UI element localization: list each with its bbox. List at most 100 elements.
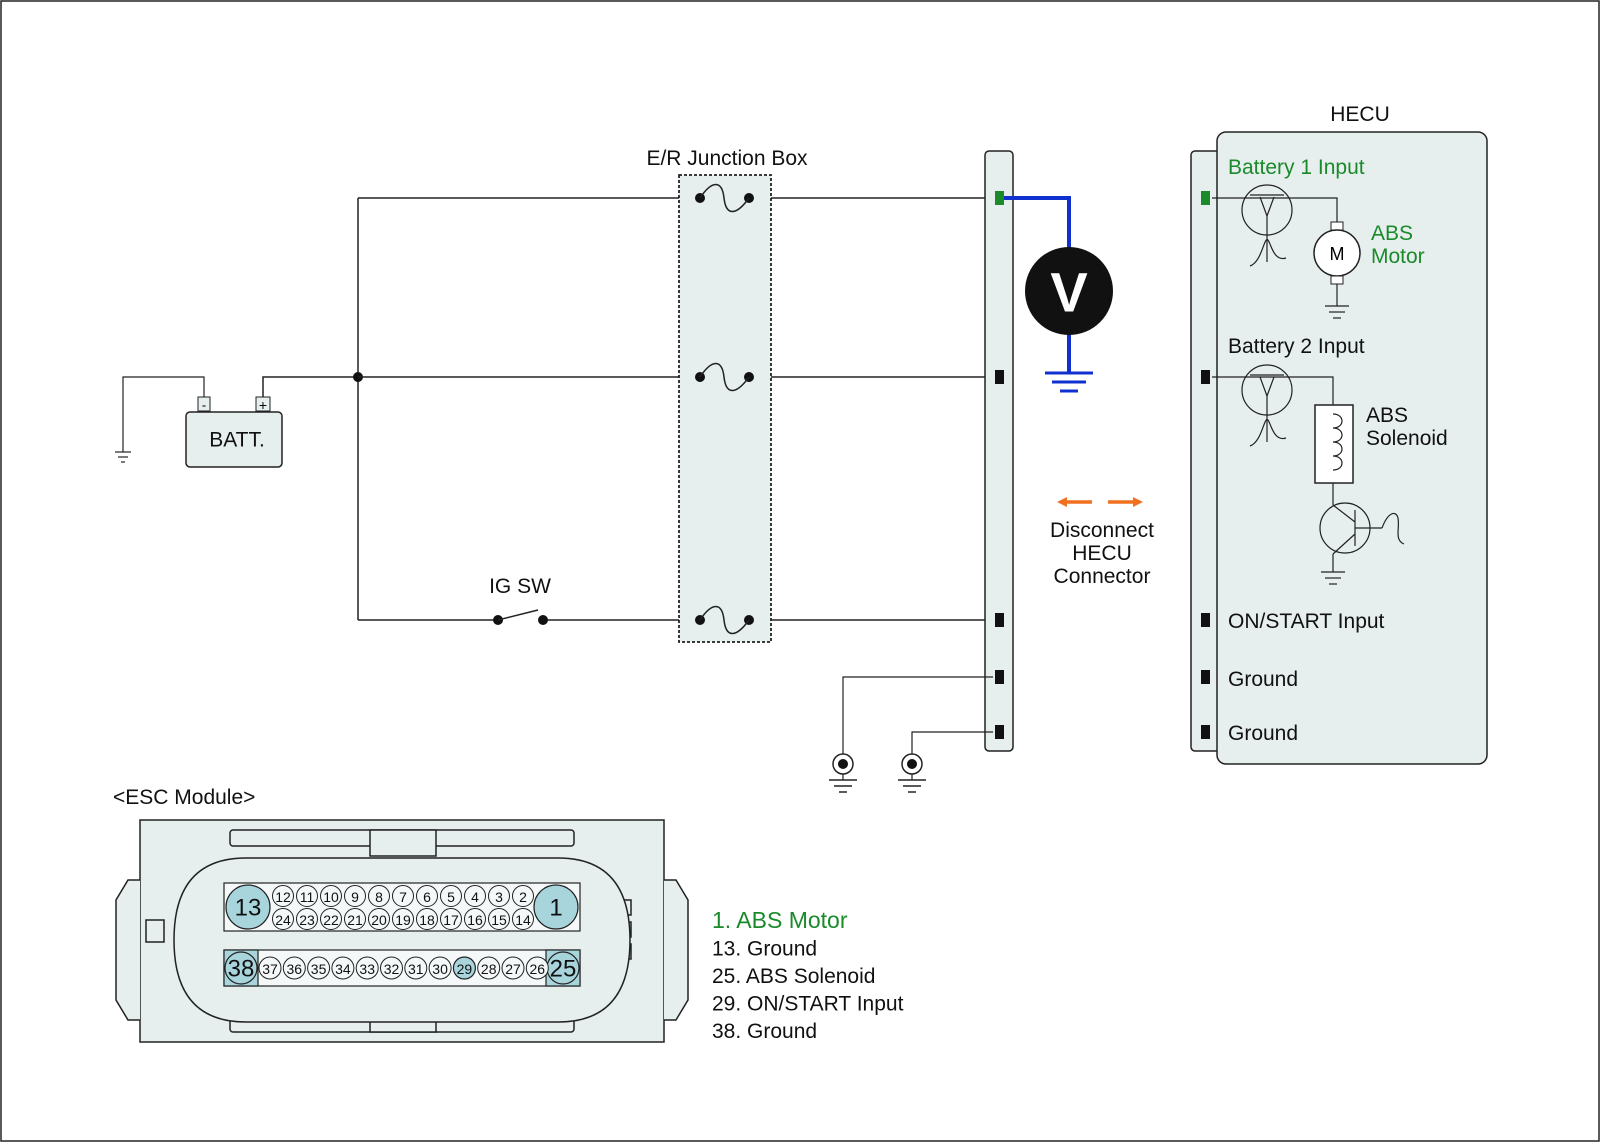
connector-pin: 36	[282, 956, 306, 980]
battery-ground-wire	[122, 376, 205, 452]
connector-pin: 11	[296, 885, 318, 907]
pin-number: 23	[299, 912, 315, 928]
solenoid-low-side-transistor-icon	[1319, 483, 1405, 585]
pin-number: 9	[351, 889, 359, 905]
hecu-ground-label-2: Ground	[1228, 722, 1298, 745]
hecu-pin-battery1	[1201, 191, 1210, 205]
pin-number: 29	[457, 961, 473, 977]
legend-item: 13. Ground	[712, 938, 817, 961]
hecu-battery2-label: Battery 2 Input	[1228, 335, 1365, 358]
hecu-pin-ground-1	[1201, 670, 1210, 684]
connector-pin: 28	[477, 956, 501, 980]
pin-number: 12	[275, 889, 291, 905]
solenoid-winding	[1332, 413, 1343, 471]
abs-solenoid-label-1: ABS	[1366, 404, 1408, 427]
pin-number: 4	[471, 889, 479, 905]
abs-motor-label-2: Motor	[1371, 245, 1425, 268]
connector-pin: 7	[392, 885, 414, 907]
pin-number: 8	[375, 889, 383, 905]
connector-pin: 3	[488, 885, 510, 907]
hecu-pin-battery2	[1201, 370, 1210, 384]
pin-number: 1	[549, 895, 562, 922]
connector-pin: 8	[368, 885, 390, 907]
pin-number: 35	[311, 961, 327, 977]
connector-pin: 29	[452, 956, 476, 980]
pin-number: 37	[262, 961, 278, 977]
connector-pin: 34	[331, 956, 355, 980]
pin-number: 11	[300, 889, 315, 905]
ground-wire-2	[911, 731, 993, 755]
pin-number: 30	[432, 961, 448, 977]
connector-pin: 25	[546, 951, 580, 985]
pin-number: 25	[550, 956, 577, 983]
connector-pin: 21	[344, 908, 366, 930]
pin-number: 34	[335, 961, 351, 977]
junction-box-label: E/R Junction Box	[646, 147, 808, 170]
legend-item: 29. ON/START Input	[712, 993, 904, 1016]
hecu-title: HECU	[1330, 103, 1390, 126]
connector-pin: 2	[512, 885, 534, 907]
hecu-ground-label-1: Ground	[1228, 668, 1298, 691]
connector-pin: 9	[344, 885, 366, 907]
connector-pin: 14	[512, 908, 534, 930]
connector-pin: 12	[272, 885, 294, 907]
pin-number: 14	[515, 912, 531, 928]
harness-pin-battery1	[995, 191, 1004, 205]
pin-number: 27	[505, 961, 521, 977]
connector-pin: 17	[440, 908, 462, 930]
connector-pin: 1	[533, 884, 579, 930]
pin-number: 20	[371, 912, 387, 928]
pin-number: 38	[228, 956, 255, 983]
hecu-pin-on-start	[1201, 613, 1210, 627]
connector-pin: 32	[380, 956, 403, 980]
pin-number: 19	[395, 912, 411, 928]
battery-body	[185, 411, 283, 468]
connector-pin: 16	[464, 908, 486, 930]
motor-symbol-label: M	[1330, 244, 1345, 264]
pin-number: 10	[323, 889, 339, 905]
disconnect-label-1: Disconnect	[1050, 519, 1154, 542]
legend-item: 25. ABS Solenoid	[712, 965, 875, 988]
pin-number: 21	[347, 912, 363, 928]
battery-neg-label: -	[202, 398, 206, 413]
battery-ground-icon	[115, 451, 131, 463]
pin-number: 7	[399, 889, 407, 905]
pin-number: 13	[235, 895, 262, 922]
pin-number: 33	[359, 961, 375, 977]
connector-pin: 24	[272, 908, 294, 930]
connector-pin: 35	[307, 956, 331, 980]
connector-pin: 13	[225, 884, 271, 930]
pin-number: 22	[323, 912, 339, 928]
ground-terminal-icon	[829, 753, 857, 793]
connector-pin: 19	[392, 908, 414, 930]
hecu-battery1-label: Battery 1 Input	[1228, 156, 1365, 179]
hecu-on-start-label: ON/START Input	[1228, 610, 1385, 633]
pin-number: 28	[481, 961, 497, 977]
motor-driver-transistor-icon	[1212, 184, 1338, 267]
pin-number: 26	[530, 961, 546, 977]
motor-terminal	[1330, 221, 1344, 231]
motor-terminal	[1330, 275, 1344, 285]
pin-number: 36	[287, 961, 303, 977]
pin-number: 3	[495, 889, 503, 905]
solenoid-driver-transistor-icon	[1212, 364, 1334, 447]
connector-pin: 22	[320, 908, 342, 930]
pin-number: 5	[447, 889, 455, 905]
connector-pin: 37	[258, 956, 282, 980]
fuse-2	[695, 362, 754, 392]
connector-pin: 15	[488, 908, 510, 930]
battery-pos-label: +	[259, 397, 267, 413]
connector-pin: 20	[368, 908, 390, 930]
pin-number: 2	[519, 889, 527, 905]
battery-label: BATT.	[209, 429, 265, 452]
connector-pin: 31	[404, 956, 428, 980]
pin-number: 16	[467, 912, 483, 928]
connector-pin: 6	[416, 885, 438, 907]
connector-pin: 4	[464, 885, 486, 907]
voltmeter-label: V	[1050, 261, 1087, 324]
voltmeter-icon	[1025, 247, 1113, 335]
connector-pin: 23	[296, 908, 318, 930]
